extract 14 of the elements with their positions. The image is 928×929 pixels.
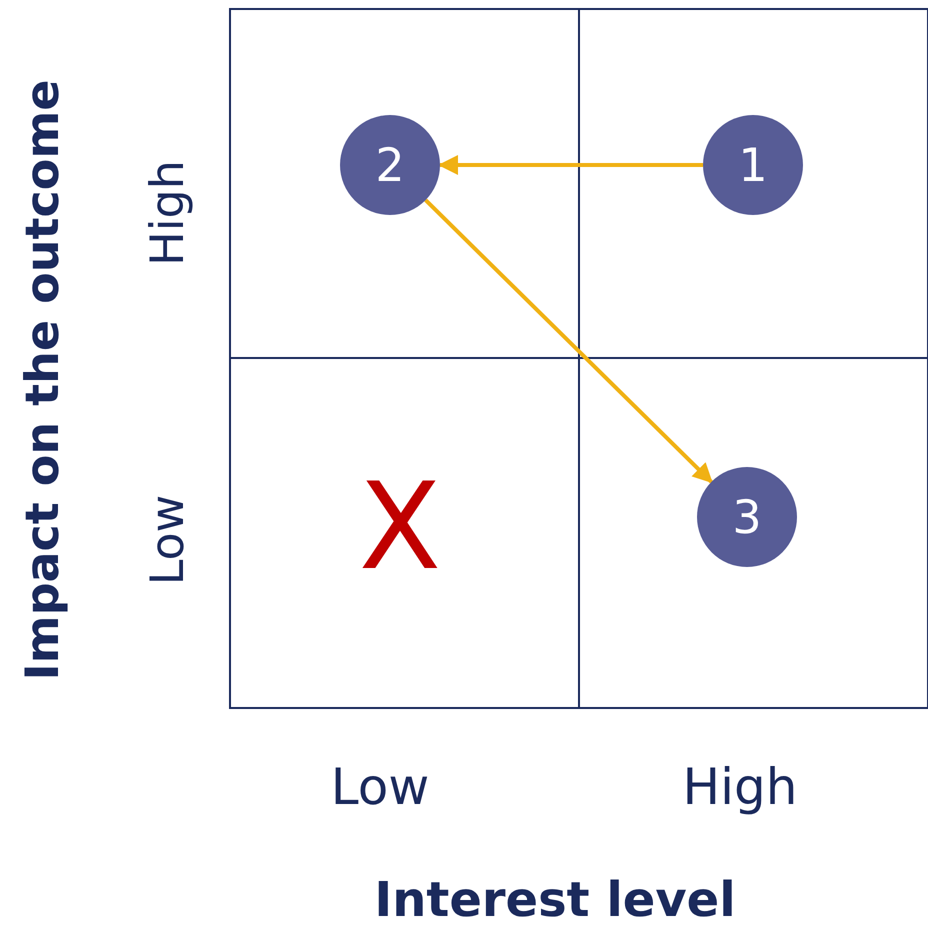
number-badge: 2 bbox=[340, 115, 440, 215]
axis-tick-label: High bbox=[144, 160, 190, 266]
number-badge: 1 bbox=[703, 115, 803, 215]
quadrant-box bbox=[578, 8, 928, 359]
cross-mark: X bbox=[350, 468, 450, 588]
axis-tick-label: High bbox=[682, 762, 798, 812]
axis-title: Impact on the outcome bbox=[19, 80, 65, 680]
axis-tick-label: Low bbox=[144, 494, 190, 586]
axis-tick-label: Low bbox=[330, 762, 430, 812]
number-badge: 3 bbox=[697, 467, 797, 567]
axis-title: Interest level bbox=[374, 876, 736, 924]
quadrant-box bbox=[229, 357, 580, 709]
quadrant-box bbox=[229, 8, 580, 359]
quadrant-box bbox=[578, 357, 928, 709]
